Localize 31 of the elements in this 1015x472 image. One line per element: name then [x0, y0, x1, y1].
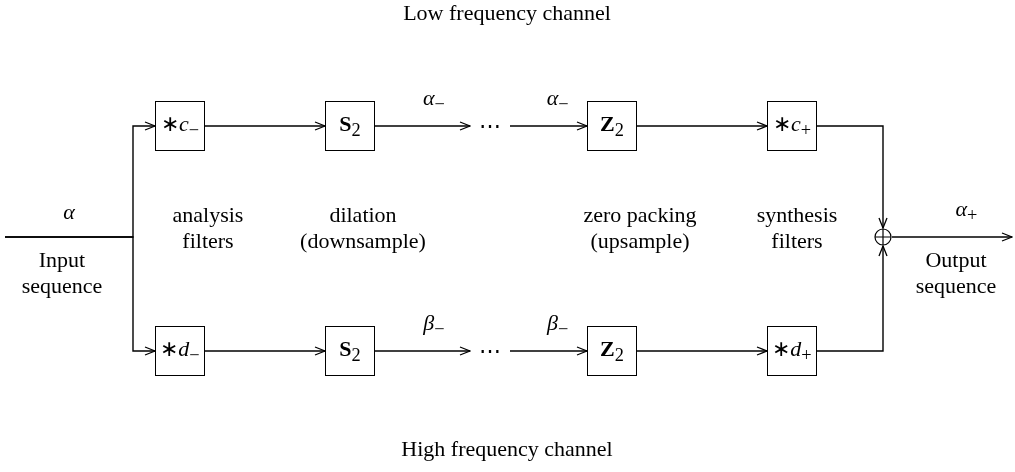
stage-label: synthesis filters — [755, 202, 839, 255]
operator-box: ∗c$_{+}$ — [767, 101, 817, 151]
operator-box: ∗d$_{+}$ — [767, 326, 817, 376]
stage-label: Output sequence — [914, 247, 998, 300]
arrow — [636, 121, 768, 131]
stage-label: analysis filters — [171, 202, 245, 255]
stage-label: Input sequence — [20, 247, 104, 300]
arrow — [816, 245, 888, 352]
ellipsis: ⋯ — [470, 112, 510, 140]
arrow — [891, 232, 1013, 242]
summation-icon — [874, 228, 892, 246]
arrow — [204, 121, 326, 131]
ellipsis: ⋯ — [470, 337, 510, 365]
operator-box: ∗d$_{−}$ — [155, 326, 205, 376]
stage-label: dilation (downsample) — [299, 202, 427, 255]
arrow — [816, 125, 888, 229]
arrow — [636, 346, 768, 356]
operator-box: Z$_{2}$ — [587, 326, 637, 376]
operator-box: ∗c$_{−}$ — [155, 101, 205, 151]
arrow — [374, 121, 471, 131]
channel-label: High frequency channel — [400, 436, 614, 463]
operator-box: S$_{2}$ — [325, 326, 375, 376]
arrow — [4, 236, 156, 356]
arrow — [509, 121, 588, 131]
stage-label: zero packing (upsample) — [582, 202, 698, 255]
operator-box: Z$_{2}$ — [587, 101, 637, 151]
arrow — [204, 346, 326, 356]
operator-box: S$_{2}$ — [325, 101, 375, 151]
channel-label: Low frequency channel — [402, 0, 612, 27]
arrow — [374, 346, 471, 356]
arrow — [509, 346, 588, 356]
